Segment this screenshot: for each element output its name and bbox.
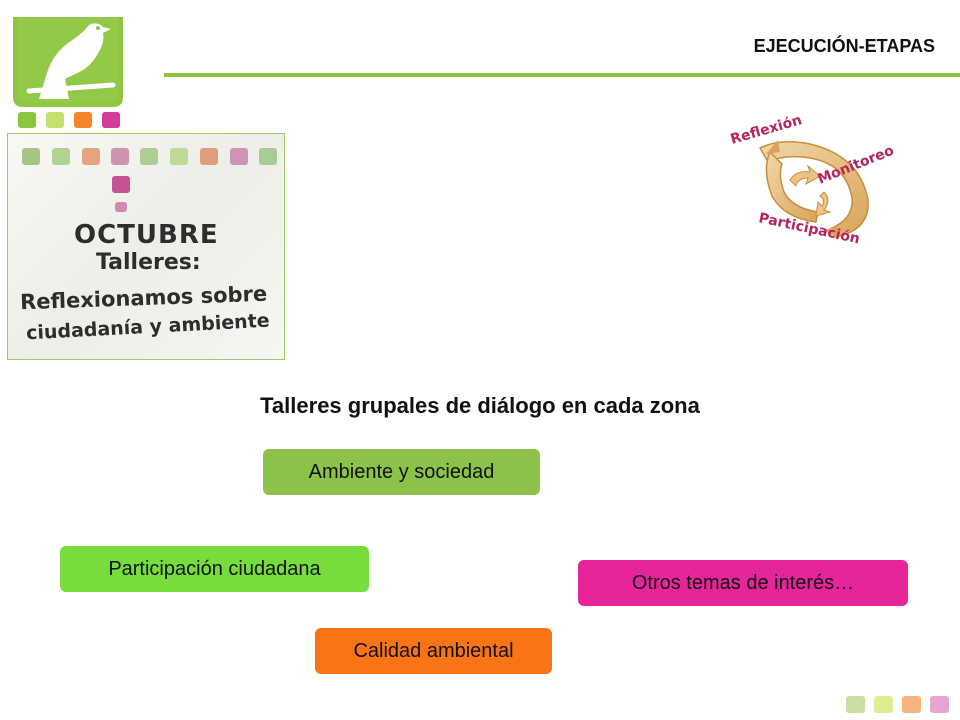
cycle-arrow-head <box>766 140 780 154</box>
poster-subtitle: Talleres: <box>96 250 201 275</box>
topic-ambiente-sociedad: Ambiente y sociedad <box>263 449 540 495</box>
bird-logo <box>9 7 127 111</box>
poster-square <box>115 202 127 212</box>
cycle-arrow-head <box>824 226 838 240</box>
footer-square-magenta <box>930 696 949 713</box>
footer-square-green <box>846 696 865 713</box>
topic-calidad-ambiental: Calidad ambiental <box>315 628 552 674</box>
poster-square <box>112 176 130 193</box>
poster-line2: ciudadanía y ambiente <box>25 309 271 345</box>
topic-participacion-ciudadana: Participación ciudadana <box>60 546 369 592</box>
poster-month: OCTUBRE <box>74 220 219 250</box>
poster-square <box>22 148 40 165</box>
poster-square <box>140 148 158 165</box>
header-divider <box>164 73 960 77</box>
workshop-poster: OCTUBRE Talleres: Reflexionamos sobre ci… <box>7 133 285 360</box>
logo-square-orange <box>74 112 92 128</box>
poster-square <box>259 148 277 165</box>
section-heading: Talleres grupales de diálogo en cada zon… <box>260 393 700 418</box>
poster-square <box>82 148 100 165</box>
cycle-diagram: Reflexión Monitoreo Participación <box>720 100 920 260</box>
logo-square-magenta <box>102 112 120 128</box>
cycle-arrow-inner <box>789 164 821 187</box>
cycle-arc-left <box>765 150 819 223</box>
poster-square <box>200 148 218 165</box>
poster-line1: Reflexionamos sobre <box>19 281 268 315</box>
poster-square <box>230 148 248 165</box>
logo-square-green <box>18 112 36 128</box>
topic-otros-temas: Otros temas de interés… <box>578 560 908 606</box>
footer-square-orange <box>902 696 921 713</box>
bird-icon <box>13 7 123 107</box>
cycle-arrow-inner <box>815 191 832 217</box>
footer-square-lime <box>874 696 893 713</box>
slide-title: EJECUCIÓN-ETAPAS <box>753 36 935 56</box>
logo-square-lime <box>46 112 64 128</box>
poster-square <box>111 148 129 165</box>
poster-square <box>52 148 70 165</box>
poster-square <box>170 148 188 165</box>
